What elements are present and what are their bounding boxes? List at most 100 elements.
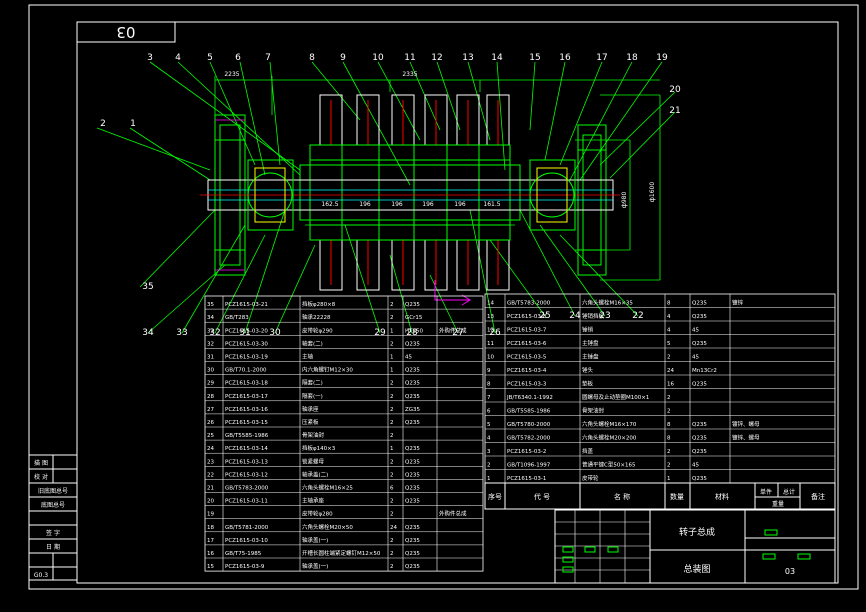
bom-cell-code: PCZ1615-03-2: [507, 449, 546, 455]
bom-cell-name: 内六角螺钉M12×30: [302, 366, 353, 374]
bom-header-qty: 数量: [670, 492, 684, 501]
drawing-number-box: [76, 21, 176, 43]
bom-header-mat: 材料: [715, 492, 729, 501]
bom-cell-note: 镀锌、螺母: [732, 434, 760, 442]
bom-cell-no: 3: [487, 449, 491, 455]
bom-cell-code: JB/T6340.1-1992: [506, 395, 553, 401]
bom-cell-no: 9: [487, 368, 491, 374]
bom-cell-mat: ZG35: [405, 407, 421, 413]
balloon-label: 28: [406, 328, 418, 338]
bom-cell-name: 压紧板: [302, 418, 319, 426]
bom-header: 序号 代 号 名 称 数量 材料 单件 总计 重量 备注: [484, 482, 836, 510]
bom-cell-no: 29: [207, 381, 214, 387]
bom-cell-mat: Q235: [692, 436, 707, 442]
bom-cell-qty: 2: [667, 355, 671, 361]
balloon-label: 35: [142, 282, 153, 292]
bom-cell-name: 轴承盖(二): [302, 470, 328, 478]
bom-header-weight: 重量: [772, 500, 784, 508]
bom-header-total: 总计: [783, 488, 795, 496]
bom-cell-mat: Q235: [405, 394, 420, 400]
bom-cell-no: 23: [207, 459, 214, 465]
bom-cell-no: 25: [207, 433, 214, 439]
bom-cell-name: 挡板φ140×3: [302, 444, 336, 452]
bom-cell-no: 24: [207, 446, 214, 452]
bom-cell-name: 主轴承座: [302, 497, 325, 505]
bom-cell-code: GB/T5780-2000: [507, 422, 551, 428]
bom-cell-note: 外购件总成: [439, 510, 467, 518]
dim-segment: 196: [454, 201, 466, 208]
bom-cell-name: 挡盖: [582, 447, 594, 455]
assembly-title: 转子总成: [679, 526, 715, 538]
bom-cell-code: PCZ1615-03-3: [507, 382, 547, 388]
bom-cell-name: 圆螺母及止动垫圈M100×1: [582, 393, 649, 401]
bom-cell-no: 20: [207, 499, 214, 505]
bom-cell-no: 28: [207, 394, 214, 400]
dim-top-b: 2335: [402, 71, 417, 78]
balloon-label: 24: [569, 311, 581, 321]
bom-cell-name: 轴套(二): [302, 339, 323, 347]
bom-cell-mat: Q235: [405, 368, 420, 374]
balloon-label: 29: [374, 328, 386, 338]
bom-cell-qty: 1: [390, 446, 394, 452]
rotor-assembly-view: 2235 2335 162.5 196 196 196 196 161.5 ф9…: [96, 53, 681, 338]
bom-cell-no: 16: [207, 551, 214, 557]
bom-cell-qty: 1: [667, 476, 671, 482]
bom-cell-mat: Q235: [405, 538, 420, 544]
bom-cell-code: GB/T5585-1986: [225, 433, 269, 439]
side-label: 描 图: [34, 459, 48, 467]
bom-cell-qty: 2: [390, 394, 394, 400]
balloon-label: 3: [147, 53, 153, 63]
bom-cell-no: 34: [207, 315, 214, 321]
balloon-label: 11: [404, 53, 415, 63]
bom-cell-name: 隔套(一): [302, 392, 323, 400]
bom-cell-name: 皮带轮φ280: [302, 510, 333, 518]
bom-cell-name: 骨架油封: [582, 407, 605, 415]
dim-segment: 196: [422, 201, 434, 208]
bom-cell-name: 轴承盖(一): [302, 536, 328, 544]
drawing-number: 03: [116, 23, 135, 41]
bom-cell-qty: 2: [390, 499, 394, 505]
bom-cell-name: 锤销: [582, 326, 594, 334]
bom-cell-no: 2: [487, 463, 491, 469]
bom-cell-no: 27: [207, 407, 214, 413]
bom-cell-no: 32: [207, 341, 214, 347]
balloon-label: 16: [559, 53, 571, 63]
balloon-label: 5: [207, 53, 213, 63]
bom-cell-no: 18: [207, 525, 214, 531]
bom-cell-qty: 2: [390, 433, 394, 439]
bom-cell-code: PCZ1615-03-14: [225, 446, 268, 452]
bom-cell-qty: 2: [390, 551, 394, 557]
bom-header-no: 序号: [488, 492, 502, 501]
bom-cell-code: PCZ1615-03-8: [507, 314, 547, 320]
bom-cell-code: PCZ1615-03-9: [225, 564, 265, 570]
bom-cell-name: 锤销挡板: [582, 312, 605, 320]
bom-cell-name: 主锤盘: [582, 339, 599, 347]
bom-cell-code: GB/T283: [225, 315, 249, 321]
bom-cell-no: 21: [207, 486, 214, 492]
bom-cell-mat: Q235: [405, 551, 420, 557]
dim-segment: 162.5: [321, 201, 338, 208]
bom-cell-qty: 24: [390, 525, 397, 531]
bom-cell-qty: 2: [390, 302, 394, 308]
bom-cell-no: 10: [487, 355, 494, 361]
bom-cell-code: GB/T5783-2000: [225, 486, 269, 492]
bom-cell-qty: 8: [667, 301, 671, 307]
balloon-label: 25: [539, 311, 550, 321]
side-label: 日 期: [46, 543, 60, 551]
bom-cell-note: 外购件总成: [439, 326, 467, 334]
bom-cell-qty: 4: [667, 328, 671, 334]
bom-cell-no: 11: [487, 341, 494, 347]
bom-cell-qty: 8: [667, 422, 671, 428]
bom-cell-code: PCZ1615-03-11: [225, 499, 268, 505]
balloon-label: 20: [669, 85, 681, 95]
balloon-label: 23: [599, 311, 610, 321]
bom-cell-qty: 2: [390, 381, 394, 387]
balloon-label: 32: [209, 328, 220, 338]
bom-cell-code: GB/T1096-1997: [507, 463, 551, 469]
bom-cell-qty: 2: [667, 463, 671, 469]
bom-cell-code: PCZ1615-03-7: [507, 328, 547, 334]
balloon-label: 6: [235, 53, 241, 63]
bom-cell-no: 12: [487, 328, 494, 334]
bom-cell-name: 隔套(二): [302, 379, 323, 387]
